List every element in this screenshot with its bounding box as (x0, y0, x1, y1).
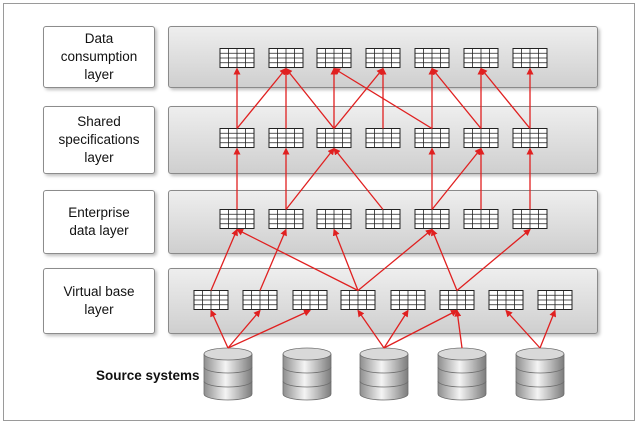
layer-label-shared: Shared specifications layer (43, 106, 155, 174)
layer-label-virtual: Virtual base layer (43, 268, 155, 334)
table-icon (316, 48, 352, 68)
arrow-icon (431, 147, 482, 210)
arrows (210, 67, 557, 349)
table-icon (463, 48, 499, 68)
database-icon (515, 347, 565, 401)
arrow-icon (454, 309, 463, 349)
table-icon (219, 209, 255, 229)
arrow-icon (236, 67, 287, 129)
table-icon (268, 209, 304, 229)
arrow-icon (227, 309, 261, 349)
arrow-icon (333, 67, 384, 129)
database-icon (203, 347, 253, 401)
table-icon (512, 128, 548, 148)
table-icon (365, 209, 401, 229)
table-icon (414, 48, 450, 68)
arrow-icon (285, 67, 335, 129)
table-icon (268, 48, 304, 68)
table-icon (340, 290, 376, 310)
table-icon (365, 48, 401, 68)
table-icon (414, 128, 450, 148)
table-icon (414, 209, 450, 229)
arrow-icon (539, 309, 557, 349)
table-icon (292, 290, 328, 310)
arrow-icon (456, 228, 531, 291)
arrow-icon (505, 309, 541, 349)
database-icon (282, 347, 332, 401)
arrow-icon (227, 309, 311, 349)
source-databases (203, 347, 565, 401)
arrow-icon (285, 147, 335, 210)
table-icon (390, 290, 426, 310)
layer-label-enterprise: Enterprise data layer (43, 190, 155, 254)
table-icon (537, 290, 573, 310)
arrow-icon (210, 309, 229, 349)
source-systems-label: Source systems (96, 368, 200, 383)
table-icon (316, 209, 352, 229)
table-icon (439, 290, 475, 310)
table-icon (488, 290, 524, 310)
arrow-icon (480, 67, 531, 129)
table-icon (512, 48, 548, 68)
arrow-icon (431, 228, 458, 291)
arrow-icon (431, 67, 482, 129)
table-icon (463, 128, 499, 148)
arrow-icon (236, 228, 359, 292)
table-icon (193, 290, 229, 310)
arrow-icon (332, 228, 359, 291)
arrow-icon (259, 228, 287, 291)
table-icon (316, 128, 352, 148)
table-icon (219, 128, 255, 148)
arrow-icon (333, 147, 384, 210)
arrow-icon (210, 228, 238, 291)
database-icon (359, 347, 409, 401)
arrow-icon (383, 309, 458, 349)
table-icon (242, 290, 278, 310)
arrow-icon (383, 309, 409, 349)
layer-label-consumption: Data consumption layer (43, 26, 155, 88)
table-icon (365, 128, 401, 148)
arrow-icon (357, 309, 385, 349)
table-icon (219, 48, 255, 68)
layer-band-virtual (168, 268, 598, 334)
table-icon (268, 128, 304, 148)
table-icon (512, 209, 548, 229)
database-icon (437, 347, 487, 401)
tables (193, 48, 573, 310)
arrow-icon (357, 228, 433, 292)
arrow-icon (333, 67, 433, 130)
table-icon (463, 209, 499, 229)
